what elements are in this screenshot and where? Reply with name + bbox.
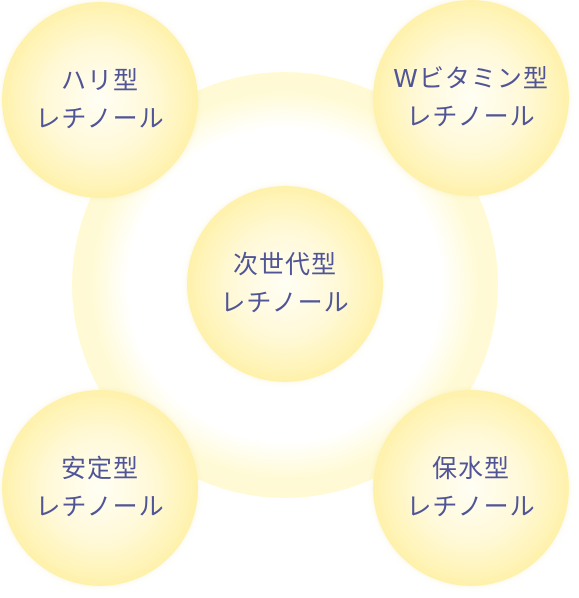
node-next-gen-retinol: 次世代型 レチノール: [187, 186, 383, 382]
node-subtitle: レチノール: [220, 288, 350, 317]
node-subtitle: レチノール: [406, 102, 536, 131]
node-w-vitamin-retinol: Wビタミン型 レチノール: [373, 0, 569, 196]
node-title: 安定型: [60, 454, 139, 483]
node-subtitle: レチノール: [406, 492, 536, 521]
node-stable-retinol: 安定型 レチノール: [2, 390, 198, 586]
node-hari-retinol: ハリ型 レチノール: [2, 2, 198, 198]
node-title: 保水型: [431, 454, 510, 483]
node-title: Wビタミン型: [393, 64, 549, 93]
node-subtitle: レチノール: [35, 104, 165, 133]
node-subtitle: レチノール: [35, 492, 165, 521]
node-moisture-retinol: 保水型 レチノール: [373, 390, 569, 586]
node-title: 次世代型: [232, 250, 337, 279]
node-title: ハリ型: [60, 66, 139, 95]
